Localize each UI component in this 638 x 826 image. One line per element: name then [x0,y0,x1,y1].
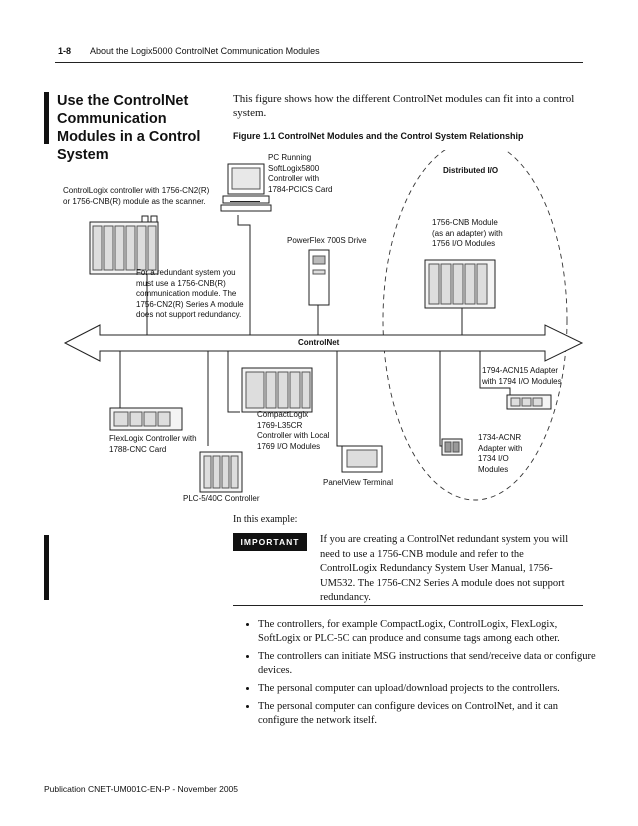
list-item: The personal computer can upload/downloa… [258,682,598,696]
controlnet-network-arrow [63,324,584,362]
cnb-adapter-chassis-icon [424,259,496,309]
header-rule [55,62,583,63]
section-bar [44,92,49,144]
controlnet-label: ControlNet [298,338,340,347]
figure-title: Figure 1.1 ControlNet Modules and the Co… [233,131,524,141]
section-intro: This figure shows how the different Cont… [233,93,575,119]
important-rule [233,605,583,606]
panelview-terminal-icon [341,445,383,473]
running-header-title: About the Logix5000 ControlNet Communica… [90,46,320,56]
plc5-chassis-icon [199,451,243,493]
list-item: The controllers, for example CompactLogi… [258,618,598,646]
example-bullets: The controllers, for example CompactLogi… [246,618,598,732]
compactlogix-icon [241,367,313,413]
powerflex-label: PowerFlex 700S Drive [287,236,367,245]
distributed-io-region [382,150,568,501]
distributed-io-label: Distributed I/O [443,166,499,175]
powerflex-drive-icon [308,249,330,306]
example-lead: In this example: [233,514,298,525]
list-item: The personal computer can configure devi… [258,700,598,728]
footer-publication: Publication CNET-UM001C-EN-P - November … [44,784,239,794]
controllogix-chassis-icon [89,215,159,275]
important-badge: IMPORTANT [233,533,307,551]
flexlogix-icon [109,407,183,431]
panelview-label: PanelView Terminal [323,478,393,487]
list-item: The controllers can initiate MSG instruc… [258,650,598,678]
acnr-adapter-icon [441,438,463,456]
controlnet-diagram [63,150,584,501]
section-title: Use the ControlNet Communication Modules… [57,93,201,163]
important-bar [44,535,49,600]
acn15-adapter-icon [506,394,552,410]
pc-icon [220,163,272,212]
controllogix-label: ControlLogix controller with 1756-CN2(R)… [63,186,210,206]
plc5-label: PLC-5/40C Controller [183,494,260,503]
page-number: 1-8 [58,46,72,56]
important-text: If you are creating a ControlNet redunda… [320,534,569,604]
